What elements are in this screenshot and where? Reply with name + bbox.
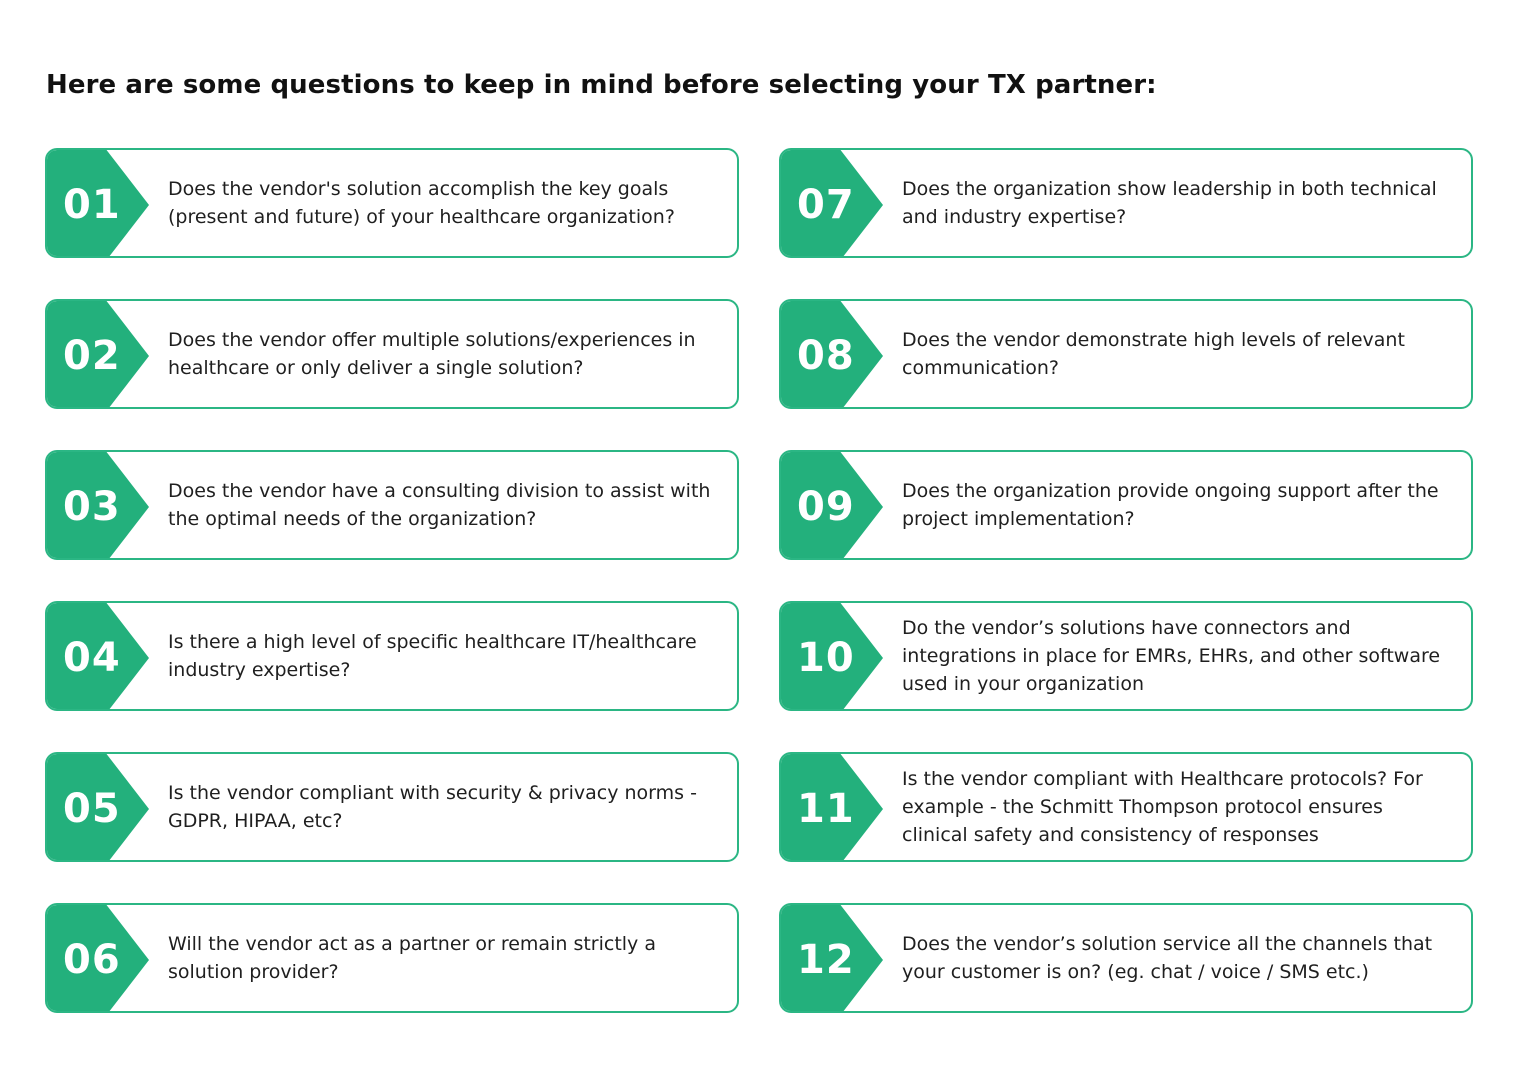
number-badge: 06 [47, 905, 149, 1011]
question-text: Is the vendor compliant with security & … [168, 782, 697, 832]
question-card-04: 04 Is there a high level of specific hea… [45, 601, 739, 711]
question-card-12: 12 Does the vendor’s solution service al… [779, 903, 1473, 1013]
number-badge: 09 [781, 452, 883, 558]
question-text: Does the organization show leadership in… [902, 178, 1437, 228]
question-text: Will the vendor act as a partner or rema… [168, 933, 656, 983]
page-title: Here are some questions to keep in mind … [46, 70, 1157, 100]
badge-number: 06 [63, 937, 121, 983]
badge-number: 09 [797, 484, 855, 530]
number-badge: 07 [781, 150, 883, 256]
badge-number: 12 [797, 937, 855, 983]
question-text: Does the vendor have a consulting divisi… [168, 480, 711, 530]
number-badge: 02 [47, 301, 149, 407]
question-card-03: 03 Does the vendor have a consulting div… [45, 450, 739, 560]
question-text: Do the vendor’s solutions have connector… [902, 617, 1441, 695]
question-text: Does the vendor's solution accomplish th… [168, 178, 675, 228]
question-text: Does the vendor offer multiple solutions… [168, 329, 696, 379]
question-card-10: 10 Do the vendor’s solutions have connec… [779, 601, 1473, 711]
number-badge: 08 [781, 301, 883, 407]
number-badge: 10 [781, 603, 883, 709]
question-text: Does the vendor’s solution service all t… [902, 933, 1433, 983]
badge-number: 10 [797, 635, 855, 681]
number-badge: 04 [47, 603, 149, 709]
question-text: Is there a high level of specific health… [168, 631, 697, 681]
question-card-05: 05 Is the vendor compliant with security… [45, 752, 739, 862]
question-text: Does the vendor demonstrate high levels … [902, 329, 1405, 379]
badge-number: 11 [797, 786, 855, 832]
badge-number: 05 [63, 786, 121, 832]
badge-number: 08 [797, 333, 855, 379]
number-badge: 01 [47, 150, 149, 256]
question-card-11: 11 Is the vendor compliant with Healthca… [779, 752, 1473, 862]
badge-number: 02 [63, 333, 121, 379]
badge-number: 01 [63, 182, 121, 228]
question-card-09: 09 Does the organization provide ongoing… [779, 450, 1473, 560]
badge-number: 07 [797, 182, 855, 228]
number-badge: 03 [47, 452, 149, 558]
badge-number: 03 [63, 484, 121, 530]
question-card-06: 06 Will the vendor act as a partner or r… [45, 903, 739, 1013]
question-card-02: 02 Does the vendor offer multiple soluti… [45, 299, 739, 409]
badge-number: 04 [63, 635, 121, 681]
number-badge: 11 [781, 754, 883, 860]
question-text: Is the vendor compliant with Healthcare … [902, 768, 1423, 846]
question-card-08: 08 Does the vendor demonstrate high leve… [779, 299, 1473, 409]
question-text: Does the organization provide ongoing su… [902, 480, 1439, 530]
number-badge: 05 [47, 754, 149, 860]
question-card-01: 01 Does the vendor's solution accomplish… [45, 148, 739, 258]
question-card-07: 07 Does the organization show leadership… [779, 148, 1473, 258]
number-badge: 12 [781, 905, 883, 1011]
